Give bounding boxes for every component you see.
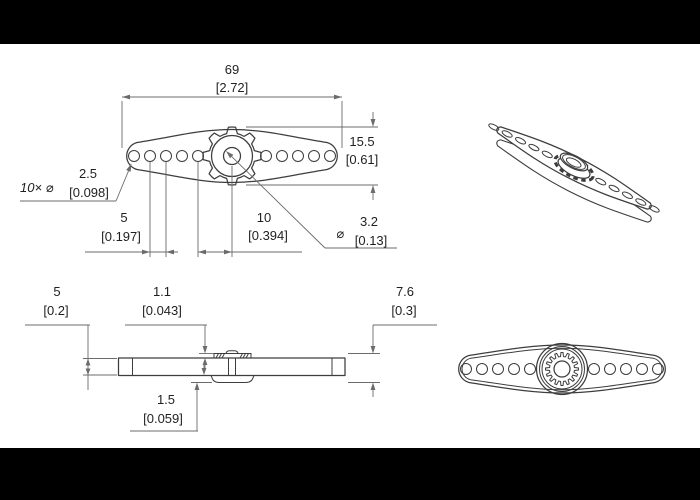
iso-hole-pattern [488, 123, 660, 214]
dim-splinestep-mm: 1.1 [153, 284, 171, 299]
dim-offset-in: [0.394] [248, 228, 288, 243]
letterbox-top [0, 0, 700, 44]
dim-length-in: [2.72] [216, 80, 249, 95]
spline-teeth [215, 353, 249, 359]
dim-centerhole-in: [0.13] [355, 233, 388, 248]
hole-pattern [128, 150, 336, 162]
center-hole [553, 360, 571, 378]
dim-centerhole-prefix: ⌀ [336, 226, 344, 241]
dim-hole-mm: 2.5 [79, 166, 97, 181]
iso-center-hole [565, 156, 582, 169]
letterbox-bottom [0, 448, 700, 500]
dim-spacing-mm: 5 [120, 210, 127, 225]
arm-outline [458, 344, 666, 394]
dim-width-mm: 15.5 [349, 134, 374, 149]
hole-pattern [460, 363, 664, 375]
dim-width-in: [0.61] [346, 152, 379, 167]
spline-ring [545, 352, 579, 386]
dim-spacing-in: [0.197] [101, 229, 141, 244]
arm-outline [126, 128, 338, 184]
dim-hole-in: [0.098] [69, 185, 109, 200]
side-view-dimensions: 5 [0.2] 1.1 [0.043] 7.6 [0.3] 1.5 [0.059… [25, 284, 437, 432]
hub-gear-outline [202, 126, 262, 186]
dim-splinestep-in: [0.043] [142, 303, 182, 318]
spline-plate [213, 353, 252, 358]
hub-ring-mid [539, 346, 585, 392]
arm-side-profile [117, 357, 346, 377]
dim-thickness-mm: 5 [53, 284, 60, 299]
hub-ring-inner [541, 348, 583, 390]
dim-boss-mm: 1.5 [157, 392, 175, 407]
hub-dome [225, 350, 239, 354]
center-hole [222, 146, 242, 166]
dim-totalheight-mm: 7.6 [396, 284, 414, 299]
top-view-dimensions: 69 [2.72] 15.5 [0.61] 10× ⌀ 2.5 [0.098] … [20, 62, 397, 257]
dim-thickness-in: [0.2] [43, 303, 68, 318]
arm-inner-contour [461, 347, 663, 391]
side-view [117, 350, 346, 383]
bottom-view [458, 342, 666, 396]
dim-length-mm: 69 [225, 62, 239, 77]
dim-hole-prefix: 10× ⌀ [20, 180, 54, 195]
dim-offset-mm: 10 [257, 210, 271, 225]
dim-boss-in: [0.059] [143, 411, 183, 426]
dim-totalheight-in: [0.3] [391, 303, 416, 318]
bottom-boss [210, 375, 255, 383]
isometric-view [484, 115, 664, 231]
dim-centerhole-mm: 3.2 [360, 214, 378, 229]
iso-hub-ring [560, 152, 587, 173]
hub-ring-outer [535, 342, 589, 396]
